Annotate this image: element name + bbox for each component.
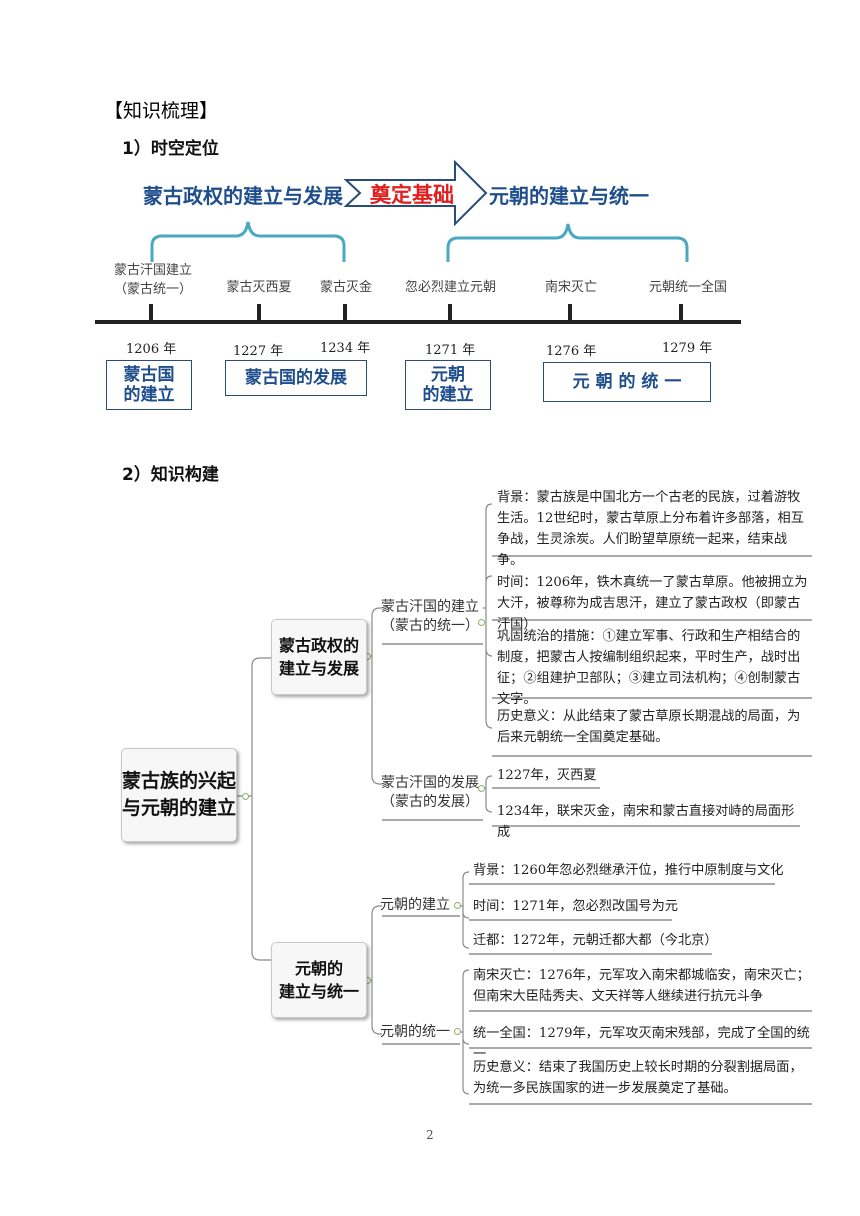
timeline-tick <box>257 304 261 322</box>
banner-arrow-label: 奠定基础 <box>370 183 454 207</box>
branch-yuan-founding[interactable]: 元朝的建立 <box>380 897 450 913</box>
timeline-tick <box>568 304 572 322</box>
period-box: 蒙古国的发展 <box>225 360 367 396</box>
branch-mongol-khanate-development[interactable]: 蒙古汗国的发展 （蒙古的发展） <box>381 775 479 810</box>
collapse-dot-icon[interactable] <box>242 793 249 800</box>
leaf-text: 1227年，灭西夏 <box>497 768 597 783</box>
timeline-graphic <box>95 159 741 324</box>
leaf-text: 1234年，联宋灭金，南宋和蒙古直接对峙的局面形成 <box>497 804 795 841</box>
event-label: 元朝统一全国 <box>648 280 727 295</box>
collapse-dot-icon[interactable] <box>478 785 485 792</box>
leaf-text: 时间：1206年，铁木真统一了蒙古草原。他被拥立为大汗，被尊称为成吉思汗，建立了… <box>497 575 808 633</box>
part1-title: 1）时空定位 <box>122 139 219 159</box>
banner-right: 元朝的建立与统一 <box>489 184 649 208</box>
leaf-text: 背景：1260年忽必烈继承汗位，推行中原制度与文化 <box>473 863 784 878</box>
leaf-text: 统一全国：1279年，元军攻灭南宋残部，完成了全国的统一 <box>473 1026 810 1063</box>
event-label: 蒙古灭金 <box>319 280 372 295</box>
page-number: 2 <box>426 1128 434 1142</box>
bracket-right <box>446 223 689 262</box>
event-year: 1234 年 <box>320 341 371 356</box>
leaf-text: 南宋灭亡：1276年，元军攻入南宋都城临安，南宋灭亡；但南宋大臣陆秀夫、文天祥等… <box>473 968 810 1005</box>
leaf-text: 历史意义：从此结束了蒙古草原长期混战的局面，为后来元朝统一全国奠定基础。 <box>497 709 801 746</box>
connector-branch1-leaf <box>483 503 493 729</box>
connector-branch2-leaf <box>483 775 493 813</box>
event-year: 1271 年 <box>425 343 476 358</box>
timeline-tick <box>343 304 347 322</box>
mindmap-root[interactable]: 蒙古族的兴起 与元朝的建立 <box>121 748 237 842</box>
connector-mid2-branch <box>367 905 382 1035</box>
event-label: 蒙古汗国建立 （蒙古统一） <box>113 263 192 297</box>
timeline-tick <box>149 304 153 322</box>
event-year: 1279 年 <box>662 341 713 356</box>
collapse-dot-icon[interactable] <box>478 619 485 626</box>
bracket-left <box>150 221 346 262</box>
timeline-tick <box>679 304 683 322</box>
mindmap-node-yuan-dynasty[interactable]: 元朝的 建立与统一 <box>271 942 367 1018</box>
part2-title: 2）知识构建 <box>122 465 219 485</box>
leaf-text: 巩固统治的措施：①建立军事、行政和生产相结合的制度，把蒙古人按编制组织起来，平时… <box>497 629 801 708</box>
event-year: 1227 年 <box>233 344 284 359</box>
leaf-text: 历史意义：结束了我国历史上较长时期的分裂割据局面，为统一多民族国家的进一步发展奠… <box>473 1060 803 1097</box>
leaf-text: 背景：蒙古族是中国北方一个古老的民族，过着游牧生活。12世纪时，蒙古草原上分布着… <box>497 490 804 569</box>
timeline-axis <box>95 320 741 324</box>
period-box: 蒙古国 的建立 <box>106 360 192 410</box>
section-title: 【知识梳理】 <box>104 100 219 122</box>
connector-mid1-branch <box>367 607 382 785</box>
event-label: 忽必烈建立元朝 <box>404 280 496 295</box>
connector-root-mid <box>237 657 271 961</box>
banner-left: 蒙古政权的建立与发展 <box>143 184 343 208</box>
event-label: 南宋灭亡 <box>544 280 597 295</box>
connector-branch3-leaf <box>460 871 470 949</box>
connector-branch4-leaf <box>460 969 470 1095</box>
branch-yuan-unification[interactable]: 元朝的统一 <box>380 1024 450 1040</box>
branch-mongol-khanate-founding[interactable]: 蒙古汗国的建立 （蒙古的统一） <box>381 599 479 634</box>
event-year: 1206 年 <box>126 342 177 357</box>
event-label: 蒙古灭西夏 <box>226 280 292 295</box>
collapse-dot-icon[interactable] <box>454 902 461 909</box>
banner-arrow-shape <box>343 159 488 227</box>
collapse-dot-icon[interactable] <box>454 1028 461 1035</box>
period-box: 元朝 的建立 <box>405 360 491 410</box>
timeline-tick <box>448 304 452 322</box>
event-year: 1276 年 <box>546 344 597 359</box>
mindmap-node-mongol-regime[interactable]: 蒙古政权的 建立与发展 <box>271 619 367 695</box>
leaf-text: 迁都：1272年，元朝迁都大都（今北京） <box>473 933 718 948</box>
leaf-text: 时间：1271年，忽必烈改国号为元 <box>473 899 678 914</box>
period-box: 元 朝 的 统 一 <box>543 362 711 402</box>
